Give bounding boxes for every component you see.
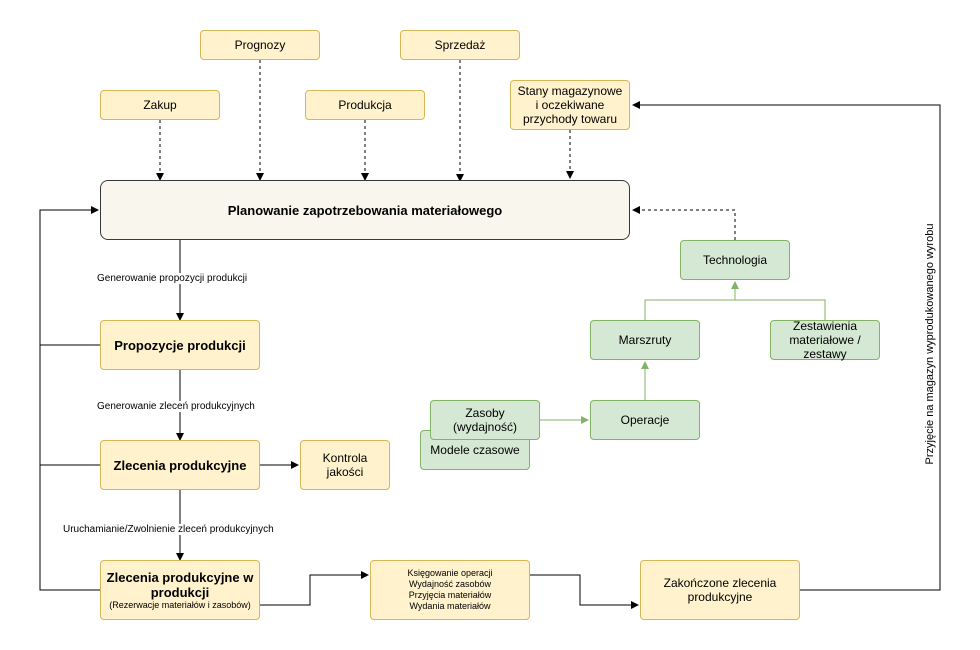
node-operacje[interactable]: Operacje — [590, 400, 700, 440]
edge-label-gen-propozycji: Generowanie propozycji produkcji — [96, 273, 249, 284]
node-label: Modele czasowe — [430, 443, 520, 457]
node-zlecenia-produkcyjne[interactable]: Zlecenia produkcyjne — [100, 440, 260, 490]
node-label: Sprzedaż — [434, 38, 486, 52]
node-label: Zlecenia produkcyjne — [113, 457, 247, 473]
node-ksiegowanie[interactable]: Księgowanie operacji Wydajność zasobów P… — [370, 560, 530, 620]
node-sprzedaz[interactable]: Sprzedaż — [400, 30, 520, 60]
node-zakonczone-zlecenia[interactable]: Zakończone zlecenia produkcyjne — [640, 560, 800, 620]
node-label-line: produkcyjne — [687, 590, 753, 604]
node-label-line: Przyjęcia materiałów — [408, 590, 492, 600]
node-kontrola-jakosci[interactable]: Kontrola jakości — [300, 440, 390, 490]
node-zakup[interactable]: Zakup — [100, 90, 220, 120]
node-label-line: Zakończone zlecenia — [663, 576, 777, 590]
node-label: Marszruty — [618, 333, 672, 347]
node-zlecenia-w-produkcji[interactable]: Zlecenia produkcyjne w produkcji (Rezerw… — [100, 560, 260, 620]
edge-label-uruchamianie: Uruchamianie/Zwolnienie zleceń produkcyj… — [62, 524, 275, 535]
edge-zakonczone-stany — [632, 101, 941, 591]
node-label: Technologia — [702, 253, 768, 267]
node-technologia[interactable]: Technologia — [680, 240, 790, 280]
node-label-line: Zestawienia — [792, 319, 858, 333]
node-planowanie[interactable]: Planowanie zapotrzebowania materiałowego — [100, 180, 630, 240]
node-sublabel: (Rezerwacje materiałów i zasobów) — [109, 599, 251, 610]
node-label: Produkcja — [338, 98, 392, 112]
node-marszruty[interactable]: Marszruty — [590, 320, 700, 360]
node-zestawienia[interactable]: Zestawienia materiałowe / zestawy — [770, 319, 880, 361]
node-label: Prognozy — [234, 38, 286, 52]
node-label-line: Stany magazynowe — [517, 84, 623, 98]
edge-technologia-planowanie — [632, 206, 736, 240]
edge-label-gen-zlecen: Generowanie zleceń produkcyjnych — [96, 401, 256, 412]
edge-zestawienia-technologia — [735, 299, 826, 320]
node-produkcja[interactable]: Produkcja — [305, 90, 425, 120]
node-label-line: materiałowe / — [789, 333, 861, 347]
node-label: Zasoby (wydajność) — [452, 406, 518, 434]
node-label-line: zestawy — [803, 347, 847, 361]
node-label: Zakup — [143, 98, 177, 112]
edge-loop-planowanie — [39, 206, 100, 591]
node-label-line: Wydania materiałów — [409, 601, 491, 611]
node-label: Operacje — [620, 413, 670, 427]
node-propozycje-produkcji[interactable]: Propozycje produkcji — [100, 320, 260, 370]
edge-marszruty-technologia — [644, 281, 739, 320]
node-stany-magazynowe[interactable]: Stany magazynowe i oczekiwane przychody … — [510, 80, 630, 130]
node-label: Propozycje produkcji — [114, 337, 246, 353]
node-label-line: Księgowanie operacji — [407, 568, 493, 578]
edge-label-przyjecie: Przyjęcie na magazyn wyprodukowanego wyr… — [924, 223, 936, 465]
node-prognozy[interactable]: Prognozy — [200, 30, 320, 60]
node-label-line: przychody towaru — [522, 112, 618, 126]
node-label: Kontrola jakości — [322, 451, 368, 479]
edge-produkcja-ksiegowanie — [260, 571, 369, 606]
node-label-line: Wydajność zasobów — [409, 579, 491, 589]
node-label: Zlecenia produkcyjne w produkcji — [106, 569, 254, 600]
node-label: Planowanie zapotrzebowania materiałowego — [227, 202, 503, 218]
node-zasoby[interactable]: Zasoby (wydajność) — [430, 400, 540, 440]
edge-ksiegowanie-zakonczone — [530, 574, 639, 609]
node-label-line: i oczekiwane — [535, 98, 605, 112]
